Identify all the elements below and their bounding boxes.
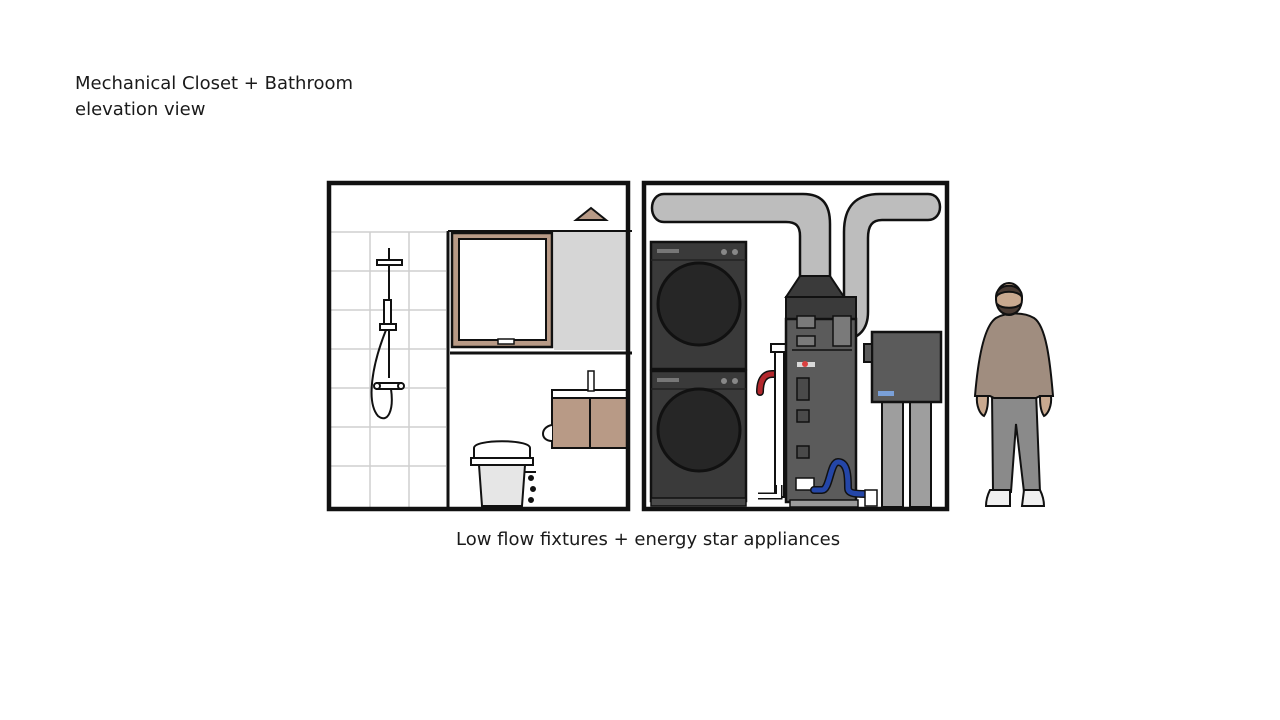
toilet-icon bbox=[470, 440, 536, 507]
caption: Low flow fixtures + energy star applianc… bbox=[456, 529, 841, 550]
slide-title: Mechanical Closet + Bathroom elevation v… bbox=[75, 71, 353, 123]
title-line-1: Mechanical Closet + Bathroom bbox=[75, 73, 354, 94]
shower-icon bbox=[370, 248, 405, 420]
bathroom-elevation bbox=[326, 180, 632, 512]
title-line-2: elevation view bbox=[75, 99, 206, 120]
window-icon bbox=[450, 231, 554, 349]
person-icon bbox=[973, 282, 1055, 507]
electrical-panel-icon bbox=[863, 330, 943, 508]
vanity-icon bbox=[542, 370, 629, 449]
light-fixture-icon bbox=[573, 206, 609, 221]
dryer-icon bbox=[649, 240, 748, 371]
washer-icon bbox=[649, 369, 748, 507]
mechanical-closet-elevation bbox=[641, 180, 950, 512]
